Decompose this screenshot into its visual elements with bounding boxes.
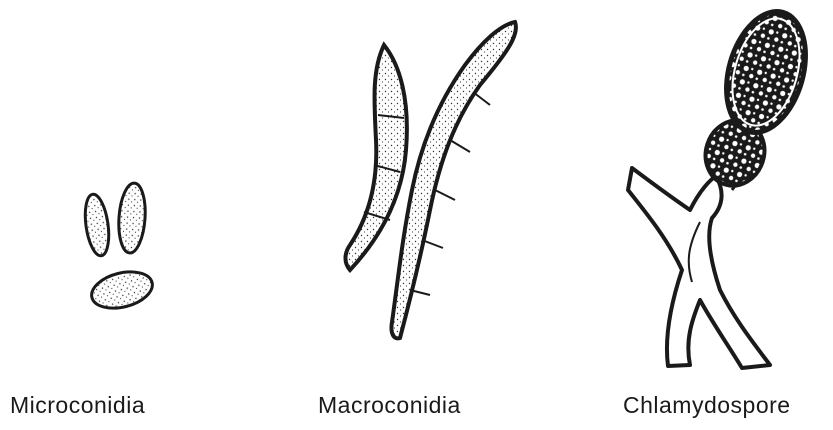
microconidium-2 <box>117 182 148 254</box>
macroconidia-label: Macroconidia <box>318 392 461 419</box>
microconidia-label: Microconidia <box>10 392 145 419</box>
microconidium-3 <box>88 266 156 314</box>
macroconidium-left <box>345 45 406 270</box>
chlamydospore-label: Chlamydospore <box>623 392 791 419</box>
hypha <box>628 168 770 368</box>
macroconidia-drawing <box>345 22 515 338</box>
microconidia-drawing <box>82 182 156 314</box>
chlamydospore-drawing <box>628 2 819 368</box>
microconidium-1 <box>82 193 112 257</box>
